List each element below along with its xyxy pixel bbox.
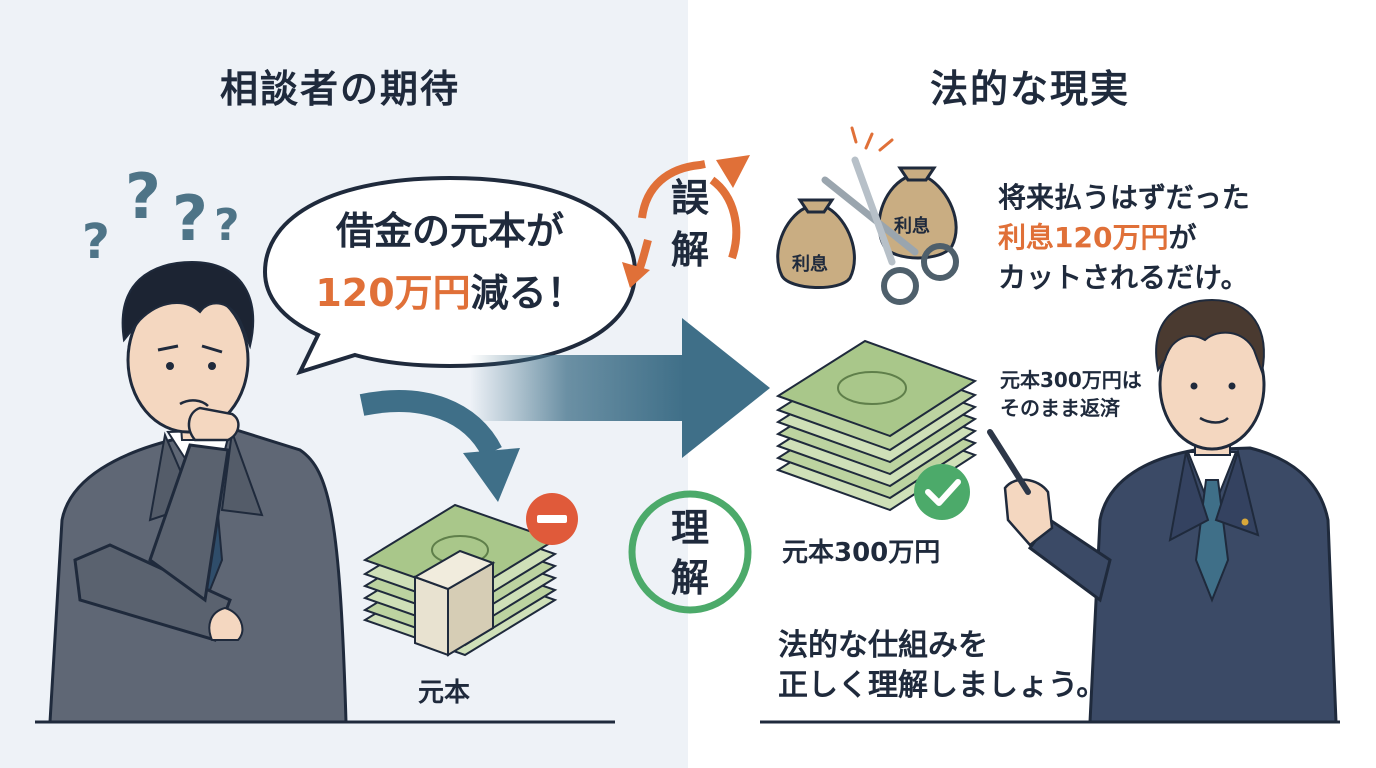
money-bag-label-2: 利息 (894, 216, 930, 237)
understanding-char-2: 解 (670, 556, 709, 600)
conclusion-line-2: 正しく理解しましょう。 (778, 668, 1107, 703)
money-bag-icon (776, 198, 856, 289)
minus-icon (526, 493, 578, 545)
question-mark: ? (125, 160, 161, 233)
question-mark: ? (172, 182, 208, 255)
bubble-line-2-rest: 減る！ (470, 271, 585, 315)
page-title-left: 相談者の期待 (219, 67, 460, 111)
misunderstanding-char-2: 解 (670, 228, 709, 272)
question-marks-icon: ? ? ? ? (82, 160, 240, 270)
interest-text-line-2: 利息120万円が (998, 216, 1196, 256)
worried-man-illustration (48, 260, 348, 724)
bubble-line-2: 120万円減る！ (285, 262, 615, 317)
bubble-amount: 120万円 (315, 271, 471, 315)
left-cash-stack-icon (362, 503, 558, 657)
bubble-line-1: 借金の元本が (335, 209, 564, 253)
check-icon (914, 464, 970, 520)
speech-bubble (262, 175, 638, 376)
curved-down-arrow-icon (359, 390, 520, 502)
question-mark: ? (214, 200, 240, 251)
page-title-right: 法的な現実 (929, 67, 1130, 111)
principal-note-line-2: そのまま返済 (1000, 396, 1120, 420)
interest-text-line-3: カットされるだけ。 (998, 261, 1249, 294)
conclusion-line-1: 法的な仕組みを (778, 628, 988, 663)
question-mark: ? (82, 214, 110, 270)
left-cash-label: 元本 (418, 678, 471, 708)
understanding-badge-icon (628, 490, 752, 614)
misunderstanding-char-1: 誤 (670, 176, 709, 220)
principal-note-line-1: 元本300万円は (1000, 368, 1142, 392)
main-arrow-icon (470, 318, 770, 458)
interest-amount: 利息120万円 (998, 221, 1169, 254)
right-cash-label: 元本300万円 (782, 538, 941, 568)
interest-text-line-2-rest: が (1168, 221, 1197, 254)
scissors-icon (821, 126, 959, 305)
money-bag-label-1: 利息 (792, 254, 828, 275)
interest-text-line-1: 将来払うはずだった (998, 181, 1250, 214)
understanding-char-1: 理 (670, 506, 709, 550)
pointing-man-illustration (987, 298, 1338, 724)
misunderstanding-badge-icon (622, 155, 750, 288)
